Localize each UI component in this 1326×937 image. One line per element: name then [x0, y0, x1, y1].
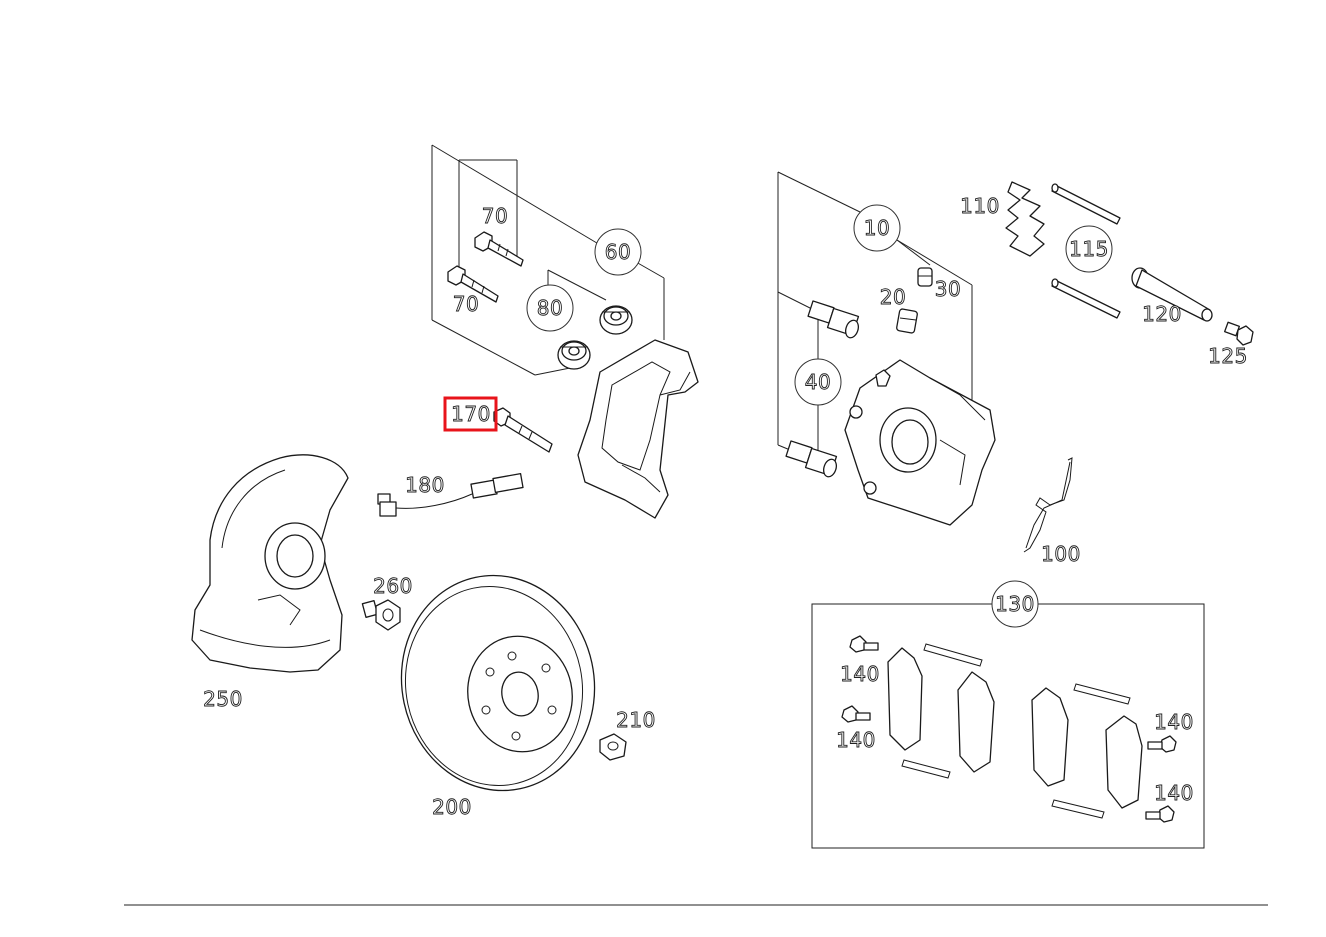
pad-bolt-2[interactable] [841, 705, 871, 723]
callout-70-upper[interactable]: 70 [481, 204, 508, 229]
guide-bolt-120[interactable] [1131, 267, 1213, 322]
brake-pad-4 [1105, 715, 1143, 809]
caliper-bolt-170[interactable] [493, 407, 553, 453]
pad-clip-4 [1051, 799, 1105, 819]
callout-circle-130 [991, 580, 1039, 628]
splash-shield[interactable] [191, 454, 349, 673]
brake-disc[interactable] [382, 557, 615, 808]
pad-bolt-3[interactable] [1147, 735, 1177, 753]
guide-sleeve-upper[interactable] [1051, 183, 1121, 225]
callout-80[interactable]: 80 [536, 296, 563, 321]
callout-30[interactable]: 30 [934, 277, 961, 302]
callout-140-1[interactable]: 140 [840, 662, 880, 687]
pad-bolt-1[interactable] [849, 635, 879, 653]
callout-130[interactable]: 130 [995, 592, 1035, 617]
callout-40[interactable]: 40 [804, 370, 831, 395]
selected-callout-highlight [443, 396, 498, 432]
disc-screw[interactable] [599, 733, 627, 761]
callout-180[interactable]: 180 [405, 473, 445, 498]
brake-pad-kit[interactable] [811, 603, 1205, 849]
wear-sensor-100[interactable] [1023, 457, 1073, 553]
pad-clip-3 [1073, 683, 1131, 705]
guide-pin-upper[interactable] [807, 300, 860, 339]
callout-200[interactable]: 200 [432, 795, 472, 820]
pad-clip-2 [901, 759, 951, 779]
callout-70-lower[interactable]: 70 [452, 292, 479, 317]
pad-clip-1 [923, 643, 983, 667]
callout-140-4[interactable]: 140 [1154, 781, 1194, 806]
guide-sleeve-lower[interactable] [1051, 278, 1121, 319]
callout-210[interactable]: 210 [616, 708, 656, 733]
callout-20[interactable]: 20 [879, 285, 906, 310]
brake-pad-1 [887, 647, 923, 751]
anti-rattle-spring[interactable] [1005, 181, 1045, 257]
callout-115[interactable]: 115 [1069, 237, 1109, 262]
callout-125[interactable]: 125 [1208, 344, 1248, 369]
callout-140-2[interactable]: 140 [836, 728, 876, 753]
callout-110[interactable]: 110 [960, 194, 1000, 219]
guide-bolt-upper[interactable] [474, 231, 524, 267]
callout-circle-115 [1065, 225, 1113, 273]
guide-bolt-lower[interactable] [447, 265, 499, 303]
brake-pad-2 [957, 671, 995, 773]
caliper-group-frame [777, 171, 973, 453]
callout-circle-80 [526, 284, 574, 332]
callout-circle-60 [594, 228, 642, 276]
callout-circle-10 [853, 204, 901, 252]
brake-wear-sensor[interactable] [377, 473, 524, 517]
callout-circle-40 [794, 358, 842, 406]
pad-kit-frame [811, 603, 1205, 849]
pad-bolt-4[interactable] [1145, 805, 1175, 823]
bolt-260[interactable] [361, 599, 401, 631]
hex-nut-upper[interactable] [599, 305, 633, 335]
callout-60[interactable]: 60 [604, 240, 631, 265]
callout-100[interactable]: 100 [1041, 542, 1081, 567]
guide-pin-lower[interactable] [785, 440, 838, 478]
carrier-group-frame [431, 144, 665, 376]
hex-nut-lower[interactable] [557, 340, 591, 370]
bolt-125[interactable] [1224, 321, 1254, 346]
callout-170[interactable]: 170 [451, 402, 491, 427]
callout-260[interactable]: 260 [373, 574, 413, 599]
callout-140-3[interactable]: 140 [1154, 710, 1194, 735]
brake-caliper[interactable] [844, 359, 996, 526]
callout-10[interactable]: 10 [863, 216, 890, 241]
caliper-carrier-bracket[interactable] [577, 339, 699, 519]
bleeder-screw[interactable] [896, 308, 918, 334]
callout-120[interactable]: 120 [1142, 302, 1182, 327]
brake-pad-3 [1031, 687, 1069, 787]
bleeder-cap[interactable] [917, 267, 933, 287]
callout-250[interactable]: 250 [203, 687, 243, 712]
